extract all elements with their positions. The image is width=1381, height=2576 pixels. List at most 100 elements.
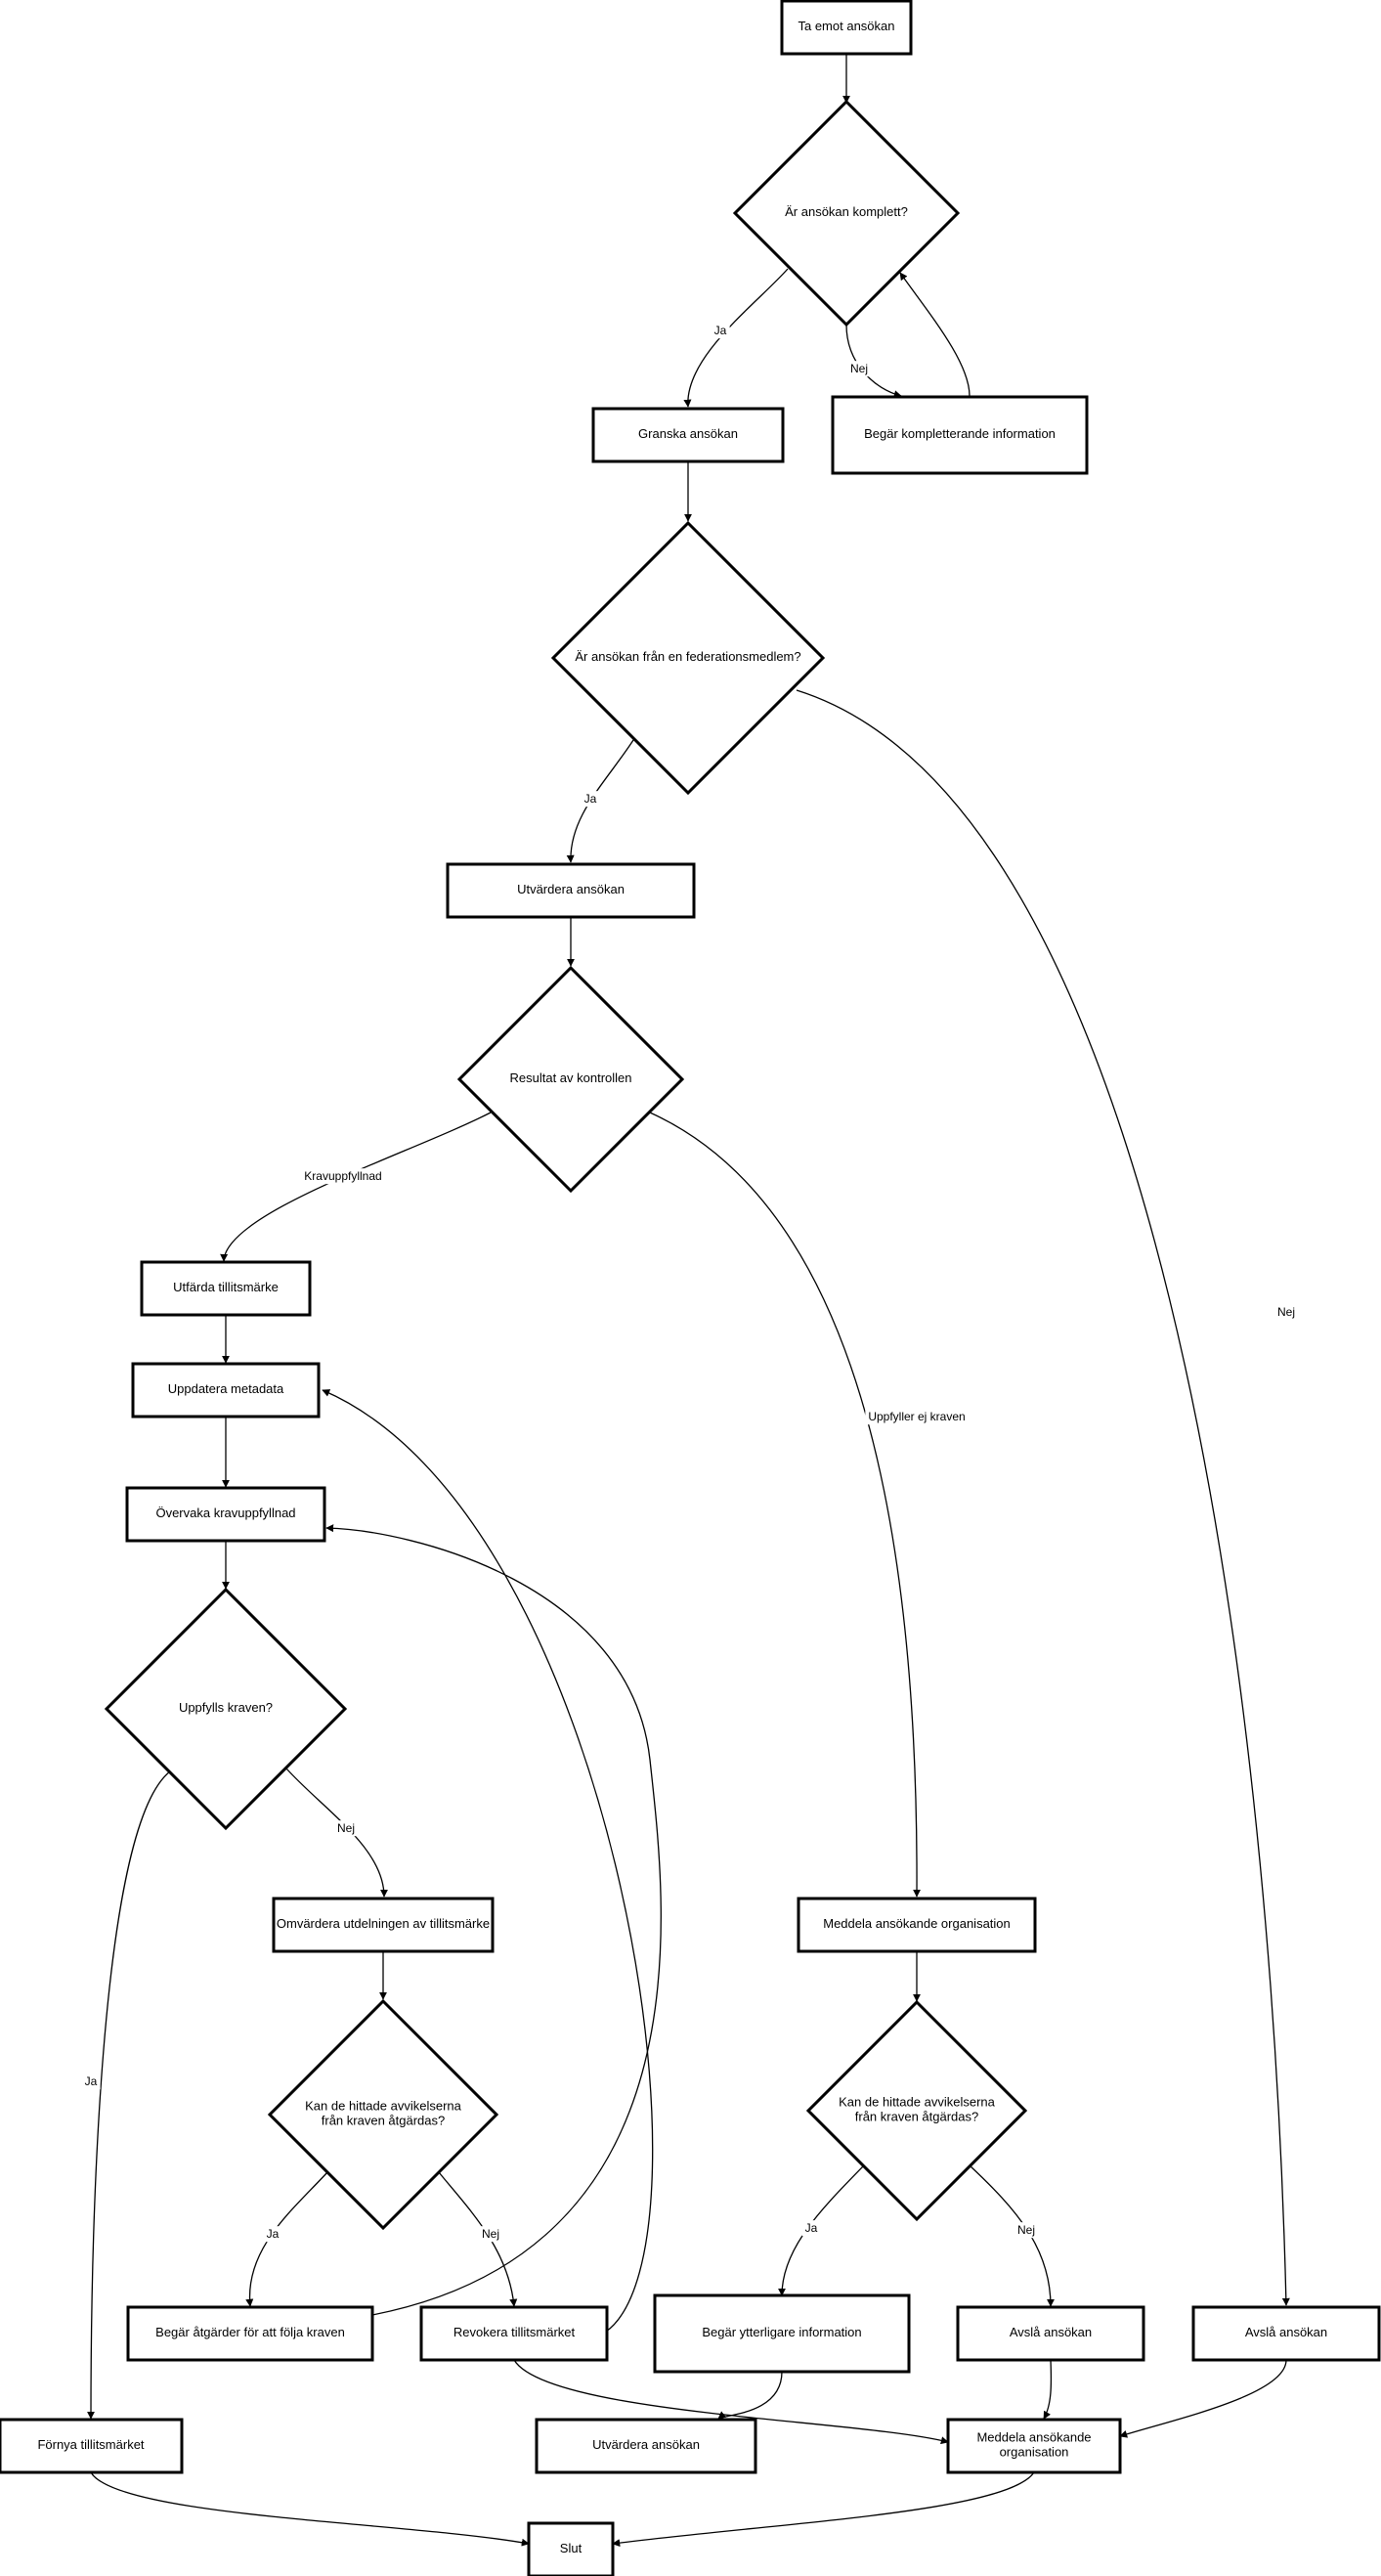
- process-box: [956, 2305, 1145, 2362]
- process-n-notify-mid: Meddela ansökande organisation: [797, 1897, 1037, 1953]
- edge-n-request-info-to-d-complete: [899, 272, 971, 397]
- decision-shape: [456, 965, 685, 1194]
- edge-label: Ja: [85, 2074, 98, 2088]
- process-n-monitor: Övervaka kravuppfyllnad: [125, 1486, 326, 1543]
- node-label: Granska ansökan: [638, 426, 738, 441]
- edge-label-background: [846, 361, 872, 377]
- node-label: Resultat av kontrollen: [509, 1070, 631, 1085]
- edge-d-fulfilled-to-n-renew: [87, 1770, 171, 2420]
- node-label: Avslå ansökan: [1010, 2325, 1092, 2339]
- edge-label: Nej: [1017, 2223, 1035, 2237]
- process-n-request-actions: Begär åtgärder för att följa kraven: [126, 2305, 374, 2362]
- decision-d-member: Är ansökan från en federationsmedlem?: [550, 520, 826, 796]
- node-label: Begär åtgärder för att följa kraven: [155, 2325, 345, 2339]
- edge-label: Nej: [850, 362, 868, 375]
- node-label: Uppfylls kraven?: [179, 1700, 273, 1715]
- process-box: [780, 0, 913, 56]
- edge-n-notify-bottom-to-n-end: [612, 2471, 1035, 2548]
- process-box: [272, 1897, 495, 1953]
- edge-d-fix-right-to-n-request-more: [778, 2164, 865, 2296]
- decision-shape: [267, 1998, 499, 2231]
- edge-label-background: [865, 1409, 969, 1425]
- decision-d-complete: Är ansökan komplett?: [732, 99, 961, 327]
- process-n-request-info: Begär kompletterande information: [831, 395, 1089, 475]
- process-box: [797, 1897, 1037, 1953]
- node-label: Utvärdera ansökan: [592, 2437, 700, 2452]
- edge-d-result-to-n-issue: [220, 1112, 492, 1262]
- edge-d-complete-to-n-review: [683, 268, 789, 408]
- process-n-request-more: Begär ytterligare information: [653, 2293, 911, 2374]
- node-label: Revokera tillitsmärket: [453, 2325, 576, 2339]
- edge-label: Nej: [482, 2227, 499, 2241]
- process-box: [527, 2521, 615, 2576]
- process-box: [946, 2418, 1122, 2474]
- edge-n-reject-right-to-n-notify-bottom: [1119, 2359, 1287, 2438]
- process-box: [419, 2305, 609, 2362]
- process-box: [653, 2293, 911, 2374]
- process-n-revoke: Revokera tillitsmärket: [419, 2305, 609, 2362]
- edge-label-background: [1273, 1304, 1299, 1321]
- edge-d-complete-to-n-request-info: [845, 324, 902, 399]
- edge-n-revoke-to-n-update: [322, 1389, 654, 2333]
- edge-d-member-to-n-reject-right: [796, 689, 1290, 2306]
- edge-label: Ja: [584, 792, 597, 806]
- edge-label: Nej: [337, 1821, 355, 1835]
- process-box: [1191, 2305, 1381, 2362]
- node-label: Förnya tillitsmärket: [37, 2437, 144, 2452]
- process-box: [535, 2418, 757, 2474]
- process-n-end: Slut: [527, 2521, 615, 2576]
- node-label: Omvärdera utdelningen av tillitsmärke: [277, 1916, 490, 1931]
- node-label: Utvärdera ansökan: [517, 882, 625, 896]
- node-label: Är ansökan komplett?: [785, 204, 908, 219]
- decision-d-result: Resultat av kontrollen: [456, 965, 685, 1194]
- edge-n-request-more-to-n-evaluate-again: [717, 2371, 783, 2420]
- edge-label-background: [81, 2074, 101, 2090]
- edge-label: Ja: [267, 2227, 280, 2241]
- edge-label-background: [581, 791, 600, 808]
- process-n-issue: Utfärda tillitsmärke: [140, 1260, 312, 1317]
- node-label: Övervaka kravuppfyllnad: [155, 1506, 295, 1520]
- edge-label-background: [263, 2226, 282, 2243]
- process-box: [0, 2418, 184, 2474]
- edge-d-result-to-n-notify-mid: [649, 1112, 922, 1898]
- edge-label: Kravuppfyllnad: [304, 1169, 381, 1183]
- node-label: Uppdatera metadata: [168, 1381, 284, 1396]
- process-box: [591, 407, 785, 463]
- process-box: [831, 395, 1089, 475]
- node-label: Slut: [560, 2541, 583, 2555]
- process-n-reject-mid: Avslå ansökan: [956, 2305, 1145, 2362]
- node-label: Är ansökan från en federationsmedlem?: [575, 649, 800, 664]
- decision-d-fulfilled: Uppfylls kraven?: [104, 1587, 348, 1831]
- edge-label: Ja: [805, 2221, 818, 2235]
- edge-d-member-to-n-evaluate: [566, 739, 634, 863]
- process-n-review: Granska ansökan: [591, 407, 785, 463]
- edge-d-fix-left-to-n-revoke: [438, 2171, 518, 2307]
- decision-shape: [732, 99, 961, 327]
- node-label: Begär ytterligare information: [702, 2325, 861, 2339]
- edge-label: Ja: [714, 324, 727, 337]
- decision-shape: [104, 1587, 348, 1831]
- process-n-reassess: Omvärdera utdelningen av tillitsmärke: [272, 1897, 495, 1953]
- edge-d-fix-left-to-n-request-actions: [245, 2171, 328, 2307]
- edge-label-background: [1014, 2222, 1039, 2239]
- edge-n-revoke-to-n-notify-bottom: [513, 2359, 949, 2445]
- edge-n-renew-to-n-end: [90, 2471, 530, 2547]
- decision-shape: [550, 520, 826, 796]
- node-label: Ta emot ansökan: [798, 19, 894, 33]
- process-box: [131, 1362, 321, 1419]
- node-label: Utfärda tillitsmärke: [173, 1280, 279, 1294]
- process-box: [126, 2305, 374, 2362]
- process-n-reject-right: Avslå ansökan: [1191, 2305, 1381, 2362]
- process-n-update: Uppdatera metadata: [131, 1362, 321, 1419]
- edge-label-background: [333, 1820, 359, 1837]
- process-box: [125, 1486, 326, 1543]
